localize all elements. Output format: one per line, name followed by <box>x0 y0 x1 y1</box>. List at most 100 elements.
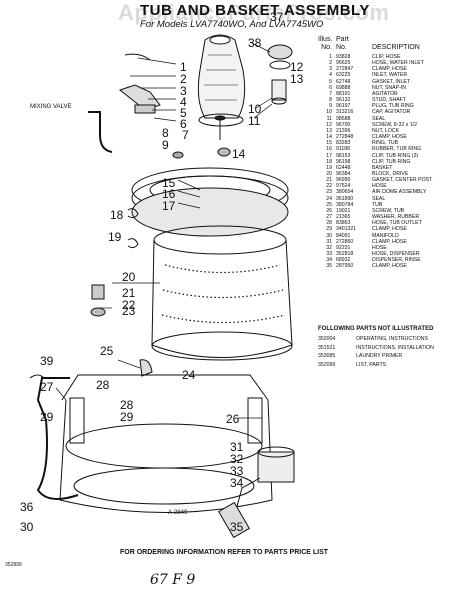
description-cell: CAP, AGITATOR <box>372 109 411 116</box>
description-cell: HOSE, DISPENSER <box>372 251 420 257</box>
callout-35: 35 <box>230 520 244 534</box>
illus-no-cell: 9 <box>329 103 332 110</box>
part-no-cell: 272847 <box>336 66 354 73</box>
description-cell: LAUNDRY PRIMER <box>356 353 403 360</box>
basket-drawing <box>151 225 293 361</box>
part-no-cell: 380654 <box>336 189 354 196</box>
illus-no-cell: 28 <box>326 220 332 227</box>
part-no-cell: 353085 <box>318 353 336 360</box>
callout-30: 30 <box>20 520 34 534</box>
callout-9: 9 <box>162 138 169 152</box>
illus-no-cell: 11 <box>326 115 332 122</box>
callout-20: 20 <box>122 270 136 284</box>
part-no-cell: 96132 <box>336 97 351 104</box>
part-no-cell: 96197 <box>336 103 351 110</box>
description-cell: CLAMP, HOSE <box>372 134 407 141</box>
illus-no-cell: 22 <box>326 183 332 190</box>
description-cell: DISPENSER, RINSE <box>372 257 421 264</box>
page-subtitle: For Models LVA7740WO, And LVA7745WO <box>140 19 324 30</box>
part-no-cell: 3401321 <box>336 226 357 233</box>
description-cell: CLIP, HOSE <box>372 54 401 60</box>
tub-ring-drawing <box>131 167 289 237</box>
agitator-drawing <box>197 34 246 127</box>
illus-no-cell: 4 <box>329 72 332 79</box>
description-cell: PLUG, TUB RING <box>372 103 414 110</box>
callout-28b: 28 <box>120 398 134 412</box>
mixing-valve-label: MIXING VALVE <box>30 104 72 110</box>
part-no-cell: 69888 <box>336 84 351 91</box>
illus-no-cell: 16 <box>326 146 332 153</box>
part-no-cell: 351521 <box>318 344 336 351</box>
description-cell: CLAMP, HOSE <box>372 66 407 73</box>
description-cell: RING, TUB <box>372 140 399 147</box>
description-cell: AIR DOME ASSEMBLY <box>372 189 427 196</box>
callout-26: 26 <box>226 412 240 426</box>
callout-38: 38 <box>248 36 262 50</box>
callout-5: 5 <box>180 106 187 120</box>
illus-no-cell: 26 <box>326 207 332 214</box>
illus-no-cell: 24 <box>326 195 332 202</box>
header-no-1: No. <box>321 44 332 51</box>
callout-12: 12 <box>290 60 304 74</box>
callout-15: 15 <box>162 176 176 190</box>
description-cell: RUBBER, TUB RING <box>372 146 422 153</box>
callout-36: 36 <box>20 500 34 514</box>
description-cell: SCREW, TUB <box>372 207 405 214</box>
illus-no-cell: 20 <box>326 170 332 177</box>
table-row: 20 96384 BLOCK, DRIVE <box>318 171 470 177</box>
callout-14: 14 <box>232 147 246 161</box>
description-cell: BLOCK, DRIVE <box>372 170 409 177</box>
part-no-cell: 96625 <box>336 60 351 67</box>
callout-4: 4 <box>180 95 187 109</box>
description-cell: HOSE, TUB OUTLET <box>372 220 422 227</box>
illus-no-cell: 15 <box>326 140 332 147</box>
description-cell: MANIFOLD <box>372 232 399 239</box>
callout-7: 7 <box>182 128 189 142</box>
description-cell: AGITATOR <box>372 90 398 97</box>
illus-no-cell: 2 <box>329 60 332 67</box>
part-no-cell: 62748 <box>336 78 351 85</box>
callout-23: 23 <box>122 304 136 318</box>
table-row: 9 96197 PLUG, TUB RING <box>318 103 470 109</box>
part-no-cell: 93828 <box>336 54 351 60</box>
illus-no-cell: 18 <box>326 158 332 165</box>
callout-33: 33 <box>230 464 244 478</box>
description-cell: BASKET <box>372 164 393 171</box>
callout-2: 2 <box>180 72 187 86</box>
callout-8: 8 <box>162 126 169 140</box>
part-no-cell: 272860 <box>336 238 354 245</box>
callout-28a: 28 <box>96 378 110 392</box>
description-cell: CLAMP, HOSE <box>372 226 407 233</box>
description-cell: SCREW, 8-32 x 1/2 <box>372 121 417 128</box>
part-no-cell: 91188 <box>336 146 351 153</box>
part-no-cell: 96384 <box>336 170 351 177</box>
callout-3: 3 <box>180 84 187 98</box>
illus-no-cell: 29 <box>326 226 332 233</box>
header-illus: Illus. <box>318 36 333 43</box>
callout-10: 10 <box>248 102 262 116</box>
callout-16: 16 <box>162 187 176 201</box>
part-no-cell: 62448 <box>336 164 351 171</box>
illus-no-cell: 17 <box>326 152 332 159</box>
illus-no-cell: 8 <box>329 97 332 104</box>
illus-no-cell: 14 <box>326 134 332 141</box>
header-part: Part <box>336 36 349 43</box>
